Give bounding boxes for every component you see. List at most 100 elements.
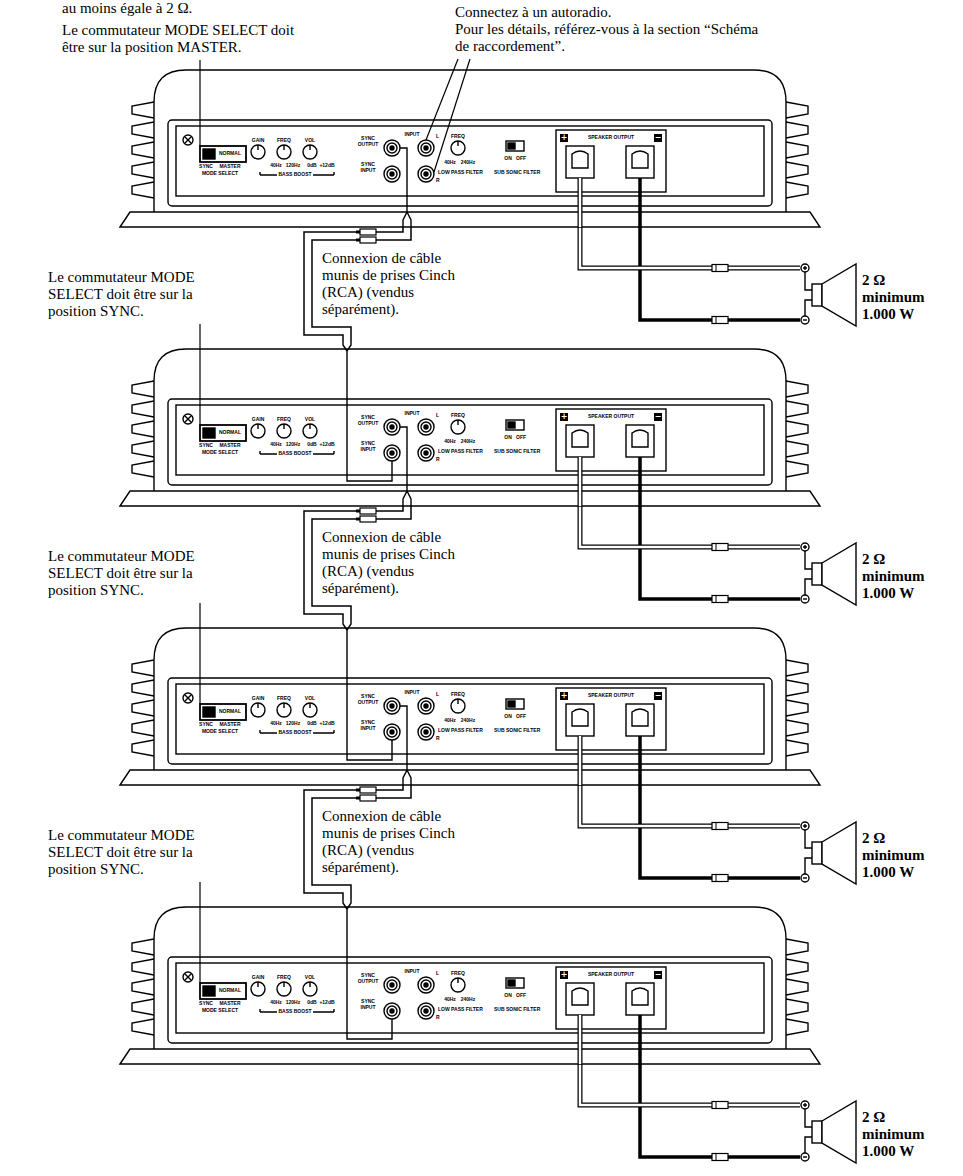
speaker-wire [580,227,800,268]
panel-label: SPEAKER OUTPUT [588,414,634,420]
text-slot: + [560,134,568,142]
text-slot: − [654,413,662,421]
knob-tick [309,703,310,708]
rca-plug [360,508,376,514]
rca-plug [360,229,376,235]
mode-switch-slider [203,149,215,159]
heatsink-fin [132,401,154,417]
mode-switch-frame [200,704,246,720]
text-slot: LOW PASS FILTER [438,1007,483,1013]
text-slot: BASS BOOST [278,730,311,736]
control-knob [277,703,291,717]
panel-label: VOL [305,138,315,144]
panel-frame [168,120,772,206]
text-slot: SYNC [199,722,213,728]
panel-label: FREQ [277,696,291,702]
panel-label: MASTER [219,164,240,170]
speaker-drawing [800,1099,858,1165]
amplifier-drawing [120,62,820,227]
knob-tick [257,145,258,150]
text-slot: +12dB [319,721,334,727]
text-slot: SYNC [199,164,213,170]
plus-terminal [801,1101,809,1109]
mode-switch-slider [203,707,215,717]
text-slot: MASTER [219,164,240,170]
callout-note: Pour les détails, référez-vous à la sect… [455,21,765,55]
amplifier-parts [120,70,820,227]
text-slot: L [436,692,439,698]
rca-jack-ring [387,701,397,711]
text-slot: SYNC INPUT [355,162,381,173]
control-knob [303,145,317,159]
amplifier-drawing [120,341,820,506]
heatsink-fin [786,162,808,178]
rca-plug [360,795,376,801]
rca-jack-ring [421,727,431,737]
speaker-terminal-block [556,688,666,750]
rca-cable-stub [347,899,351,909]
plus-terminal [801,822,809,830]
heatsink-fin [132,740,154,756]
knob-tick [309,982,310,987]
heatsink-fin [132,381,154,397]
speaker-cone [822,543,856,605]
knob-tick [283,424,284,429]
rca-plug [360,516,376,522]
subsonic-switch [506,699,524,709]
heatsink-fin [786,680,808,696]
text-slot: SYNC OUTPUT [355,136,381,147]
amplifier-parts [120,899,820,1064]
text-slot: ON [504,435,512,441]
rca-jack-pin [390,425,394,429]
minus-terminal [801,874,809,882]
panel-label: SYNC INPUT [355,162,381,173]
amplifier-unit: NORMALSYNCMASTERMODE SELECTGAINFREQVOL40… [120,620,820,785]
panel-label: LOW PASS FILTER [438,449,483,455]
speaker-rating: 2 Ω minimum 1.000 W [862,272,934,323]
text-slot: 240Hz [461,439,475,445]
rca-jack-pin [390,451,394,455]
text-slot: SYNC INPUT [355,441,381,452]
wire-core [580,1064,800,1105]
text-slot: + [560,971,568,979]
wire-core [579,457,582,506]
amplifier-unit: NORMALSYNCMASTERMODE SELECTGAINFREQVOL40… [120,341,820,506]
rca-jack-ring [387,1006,397,1016]
text-slot: FREQ [451,971,465,977]
text-slot: BASS BOOST [278,451,311,457]
terminal-clamp [572,709,588,726]
heatsink-fin [132,421,154,437]
text-slot: NORMAL [219,988,241,994]
minus-sign [803,1156,807,1157]
terminal-sign: + [560,134,568,142]
text-slot: GAIN [252,696,265,702]
speaker-terminal [566,146,594,178]
rca-cable-stub [347,620,351,630]
panel-label: SYNC INPUT [355,999,381,1010]
rca-jack-ring [387,980,397,990]
speaker-cone [822,1101,856,1163]
text-slot: Le commutateur MODE SELECT doit être sur… [48,548,233,599]
panel-label: MASTER [219,722,240,728]
control-panel [176,684,764,754]
speaker-unit: 2 Ω minimum 1.000 W [800,262,958,328]
panel-label: 120Hz [286,721,300,727]
text-slot: Connexion de câble munis de prises Cinch… [322,529,472,597]
speaker-terminal [566,425,594,457]
rca-jack [384,419,400,435]
mode-switch-frame [200,425,246,441]
rca-jack-pin [424,425,428,429]
heatsink-body [154,628,786,770]
rca-cable-stub [347,630,392,760]
panel-label: L [436,413,439,419]
speaker-cone [822,264,856,326]
rca-jack-ring [387,143,397,153]
speaker-terminal-block [556,967,666,1029]
screw [183,414,193,424]
text-slot: MASTER [219,443,240,449]
rca-jack-ring [421,1006,431,1016]
text-slot: SYNC OUTPUT [355,973,381,984]
text-slot: 40Hz [444,997,456,1003]
terminal-sign: − [654,971,662,979]
panel-label: L [436,692,439,698]
